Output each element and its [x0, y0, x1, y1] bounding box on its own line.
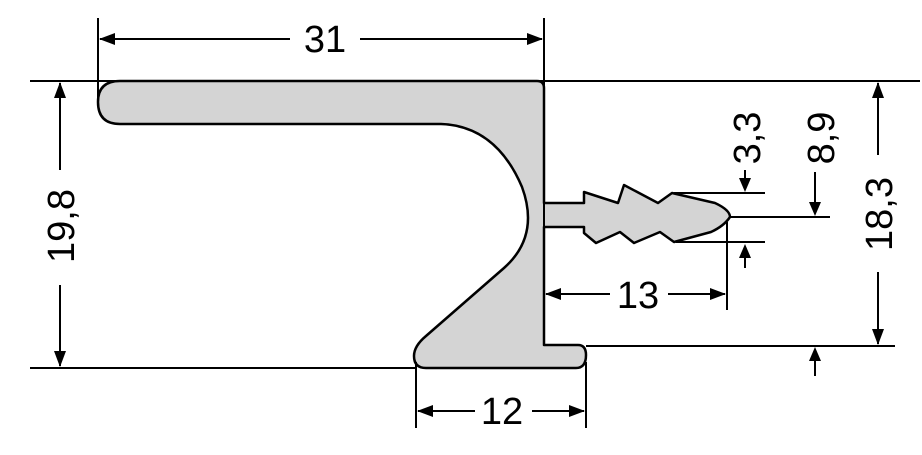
dim-tongue-length-label: 13	[617, 275, 659, 317]
dim-right-height-label: 18,3	[859, 177, 901, 251]
dim-tip-offset-label: 3,3	[727, 112, 769, 165]
dim-barb-height: 8,9	[801, 112, 843, 376]
aluminium-profile-shape	[96, 79, 732, 370]
dim-barb-height-label: 8,9	[801, 112, 843, 165]
dim-left-height: 19,8	[41, 82, 83, 367]
dim-base-width-label: 12	[481, 391, 523, 433]
extension-lines	[30, 18, 920, 428]
dim-tip-offset: 3,3	[727, 112, 769, 268]
dim-tongue-length: 13	[545, 275, 726, 317]
dim-left-height-label: 19,8	[41, 189, 83, 263]
dim-base-width: 12	[417, 391, 585, 433]
dim-right-height: 18,3	[859, 82, 901, 345]
dim-overall-width: 31	[99, 19, 543, 61]
dim-overall-width-label: 31	[304, 19, 346, 61]
